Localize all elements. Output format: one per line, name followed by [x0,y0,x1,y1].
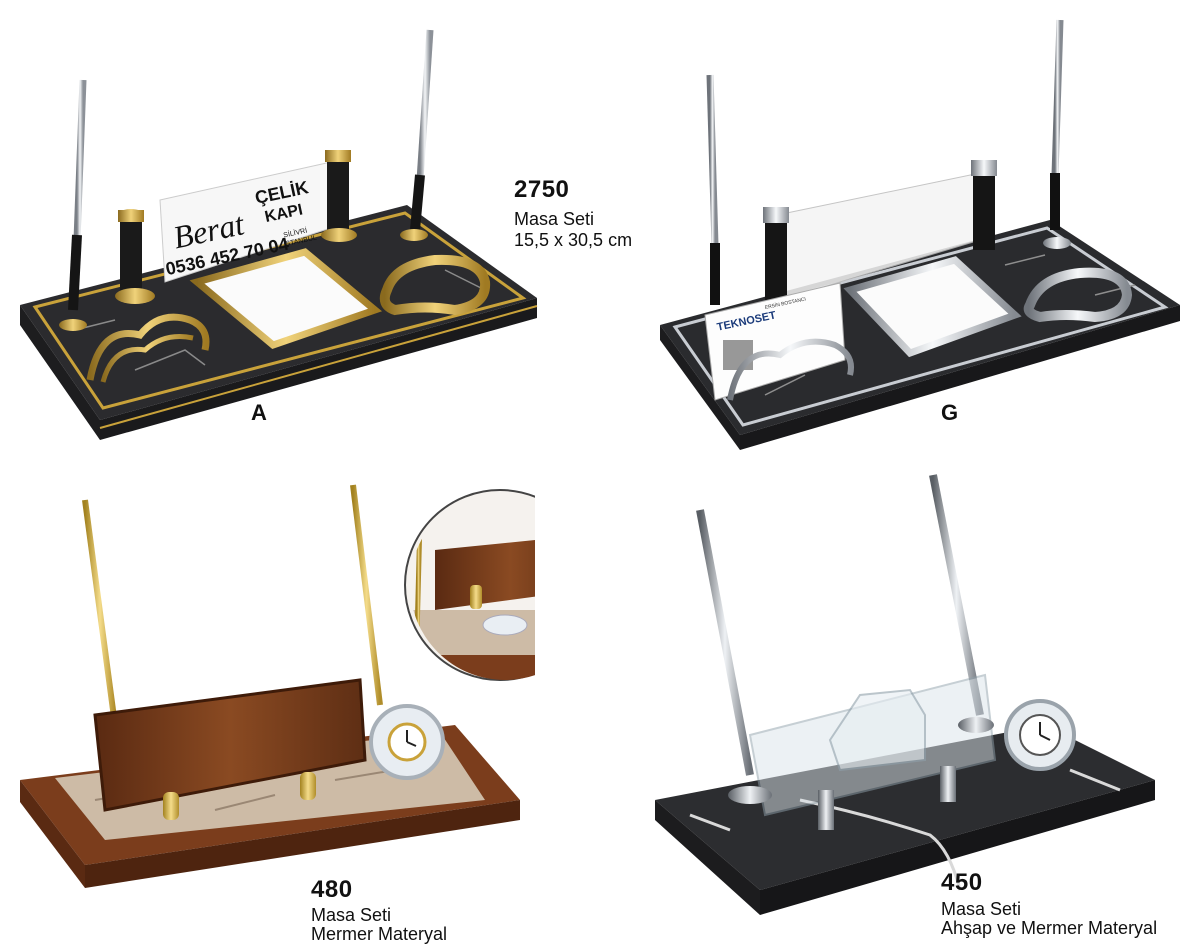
variant-label-a: A [251,400,267,425]
product-2750-size: 15,5 x 30,5 cm [514,230,633,250]
product-code-2750: 2750 [514,176,570,203]
product-480-image [15,480,535,890]
product-code-450: 450 [941,869,983,896]
product-450-type: Masa Seti [941,899,1022,919]
product-480-material: Mermer Materyal [311,924,448,944]
product-480-type: Masa Seti [311,905,392,925]
product-450-material: Ahşap ve Mermer Materyal [941,918,1158,938]
product-code-480: 480 [311,876,353,903]
product-2750-type: Masa Seti [514,209,595,229]
product-a-image: Berat ÇELİK KAPI 0536 452 70 04 SİLİVRİ … [15,20,545,445]
variant-label-g: G [941,400,959,425]
product-g-image: TEKNOSET ERSİN BOSTANCI [655,15,1185,455]
product-450-image [650,470,1170,920]
